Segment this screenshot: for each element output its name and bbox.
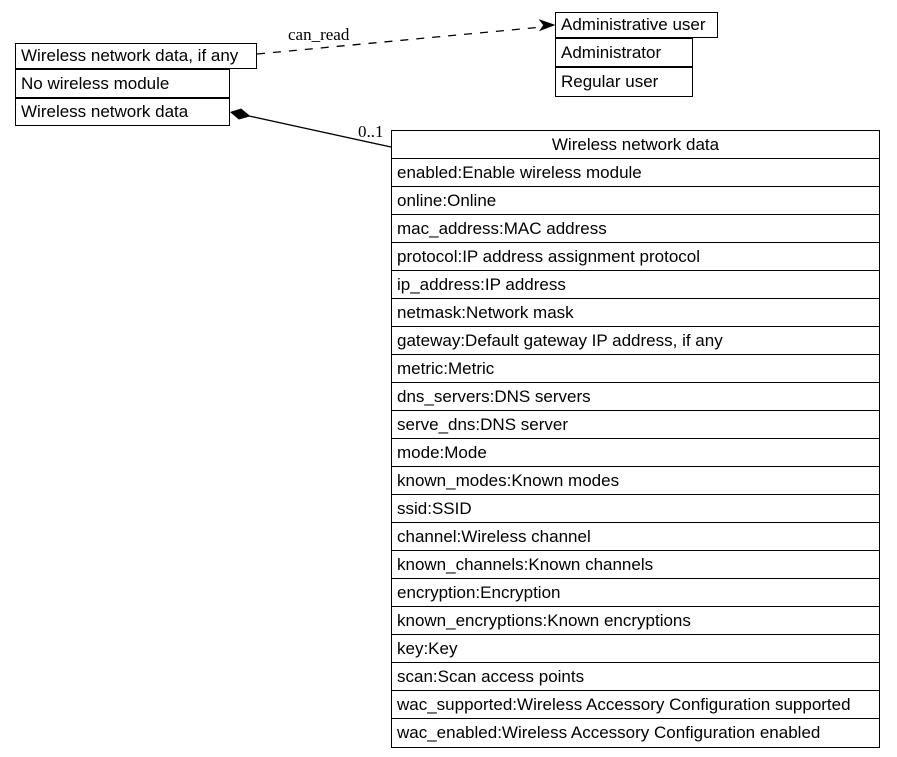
aggregation-diamond-icon <box>229 108 251 120</box>
attribute-row: key:Key <box>392 635 879 663</box>
node-label: Administrator <box>561 42 662 62</box>
class-table-title: Wireless network data <box>392 131 879 159</box>
attribute-row: ssid:SSID <box>392 495 879 523</box>
attribute-row: encryption:Encryption <box>392 579 879 607</box>
attribute-row: scan:Scan access points <box>392 663 879 691</box>
attribute-row: known_modes:Known modes <box>392 467 879 495</box>
attribute-row: wac_supported:Wireless Accessory Configu… <box>392 691 879 719</box>
attribute-row: dns_servers:DNS servers <box>392 383 879 411</box>
node-no-wireless-module: No wireless module <box>15 69 230 98</box>
node-label: No wireless module <box>21 73 170 93</box>
attribute-row: serve_dns:DNS server <box>392 411 879 439</box>
node-label: Administrative user <box>561 15 706 34</box>
can-read-arrowhead-icon <box>538 19 556 32</box>
node-administrator: Administrator <box>555 38 693 67</box>
attribute-row: metric:Metric <box>392 355 879 383</box>
node-wireless-network-data-if-any: Wireless network data, if any <box>15 43 257 69</box>
attribute-row: channel:Wireless channel <box>392 523 879 551</box>
attribute-row: known_encryptions:Known encryptions <box>392 607 879 635</box>
node-regular-user: Regular user <box>555 67 693 97</box>
attribute-row: online:Online <box>392 187 879 215</box>
node-wireless-network-data: Wireless network data <box>15 98 230 126</box>
node-label: Wireless network data <box>21 102 189 121</box>
attribute-row: netmask:Network mask <box>392 299 879 327</box>
node-label: Regular user <box>561 72 659 91</box>
attribute-row: wac_enabled:Wireless Accessory Configura… <box>397 723 821 742</box>
node-administrative-user: Administrative user <box>555 12 718 38</box>
node-label: Wireless network data, if any <box>21 46 239 65</box>
class-table-wireless-network-data: Wireless network data enabled:Enable wir… <box>391 130 880 748</box>
edge-label-multiplicity: 0..1 <box>358 122 384 141</box>
attribute-row: known_channels:Known channels <box>392 551 879 579</box>
attribute-row: protocol:IP address assignment protocol <box>392 243 879 271</box>
attribute-row: mac_address:MAC address <box>392 215 879 243</box>
attribute-row: ip_address:IP address <box>392 271 879 299</box>
attribute-row: enabled:Enable wireless module <box>392 159 879 187</box>
attribute-row: mode:Mode <box>392 439 879 467</box>
edge-label-can-read: can_read <box>288 25 350 44</box>
attribute-row: gateway:Default gateway IP address, if a… <box>392 327 879 355</box>
